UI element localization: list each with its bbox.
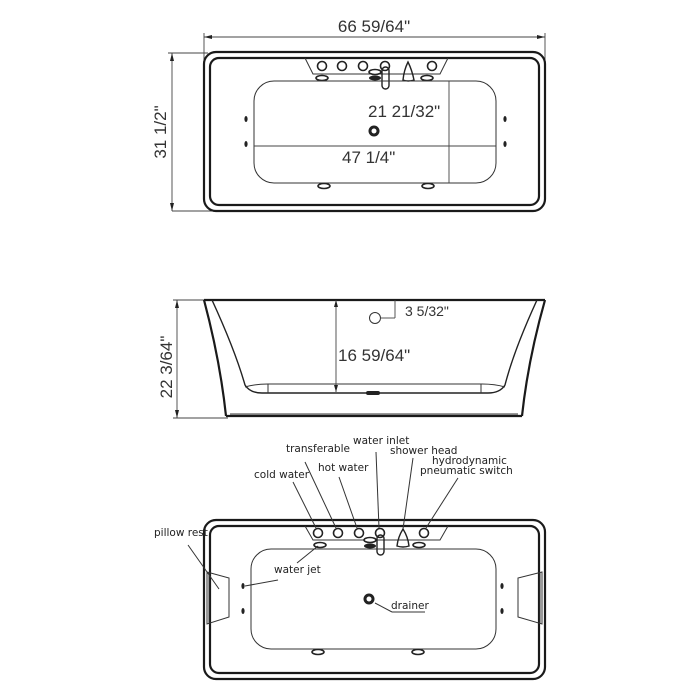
labeled-view: cold water transferable hot water water …: [154, 435, 547, 681]
top-view: 66 59/64" 31 1/2" 21 21/32" 47 1/4: [151, 17, 547, 213]
label-water-inlet: water inlet: [353, 435, 409, 447]
label-hydrodynamic: hydrodynamic: [432, 455, 507, 467]
overall-width-label: 31 1/2": [151, 105, 170, 158]
overall-height-label: 22 3/64": [157, 336, 176, 399]
inner-length-label: 47 1/4": [342, 148, 395, 167]
inner-width-label: 21 21/32": [368, 102, 440, 121]
label-drainer: drainer: [391, 600, 429, 612]
label-water-jet: water jet: [274, 564, 321, 576]
side-view: 22 3/64" 16 59/64" 3 5/32": [157, 298, 547, 419]
label-transferable: transferable: [286, 443, 350, 455]
label-cold-water: cold water: [254, 469, 310, 481]
overall-length-label: 66 59/64": [338, 17, 410, 36]
label-hot-water: hot water: [318, 462, 369, 474]
label-pillow-rest: pillow rest: [154, 527, 208, 539]
label-pneumatic-switch: pneumatic switch: [420, 465, 513, 477]
overflow-offset-label: 3 5/32": [405, 303, 449, 319]
inner-depth-label: 16 59/64": [338, 346, 410, 365]
label-shower-head: shower head: [390, 445, 457, 457]
